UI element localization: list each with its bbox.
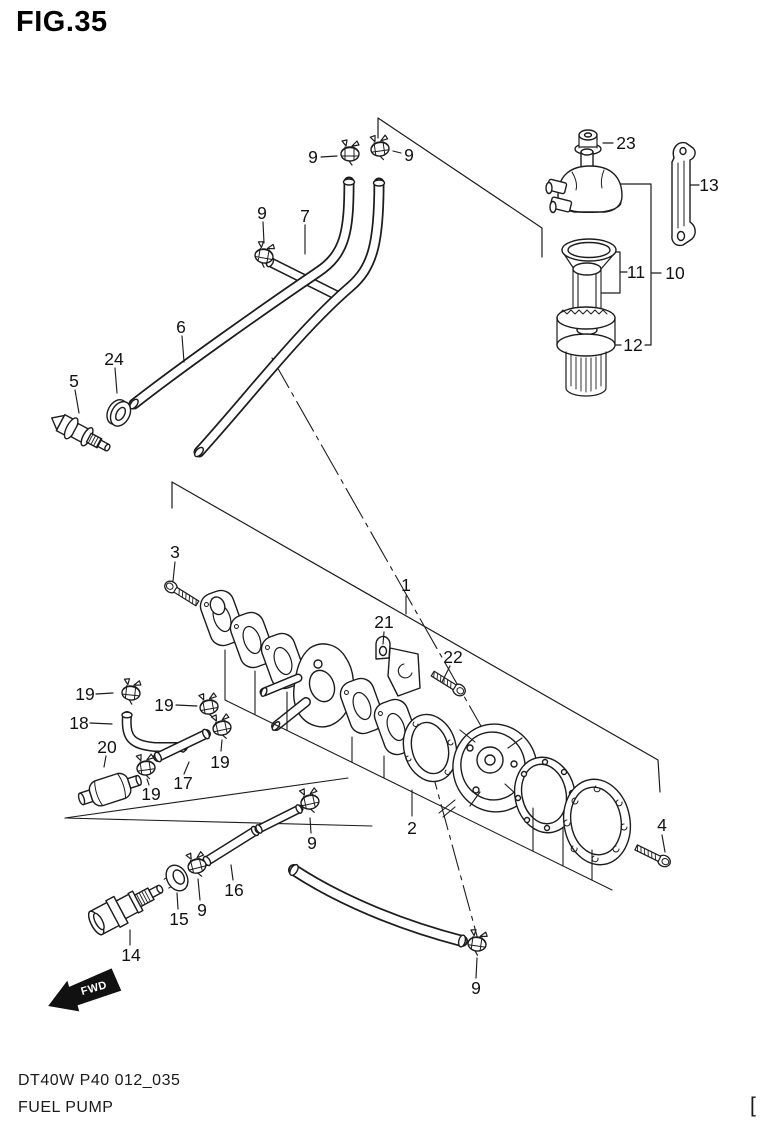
part-number-label: 19: [75, 684, 94, 704]
part-number-label: 4: [657, 815, 667, 835]
pump-diaphragm-ring: [402, 713, 458, 783]
bolt-3: [161, 578, 201, 609]
fwd-direction-icon: FWD: [48, 968, 122, 1012]
fuel-hose-16b: [254, 804, 304, 834]
part-number-label: 13: [699, 175, 718, 195]
part-number-label: 24: [104, 349, 124, 369]
part-number-label: 19: [154, 695, 173, 715]
part-number-label: 5: [69, 371, 79, 391]
fuel-hose-17: [153, 728, 211, 763]
part-number-label: 15: [169, 909, 188, 929]
screw-22: [429, 668, 469, 699]
part-number-label: 10: [665, 263, 685, 283]
hose-clamp-icon: [465, 928, 489, 957]
hose-clamp-icon: [368, 133, 392, 162]
elbow-hose-18: [121, 711, 188, 753]
part-number-label: 14: [121, 945, 141, 965]
part-number-label: 17: [173, 773, 192, 793]
fuel-hose-8: [288, 863, 468, 948]
part-number-label: 20: [97, 737, 117, 757]
part-number-label: 18: [69, 713, 88, 733]
check-valve-20: [77, 772, 142, 807]
part-number-label: 7: [300, 206, 310, 226]
fuel-hose-6: [128, 176, 356, 410]
part-number-label: 9: [257, 203, 267, 223]
hose-clamp-icon: [209, 711, 234, 742]
part-number-label: 3: [170, 542, 180, 562]
fuel-hose-16: [202, 825, 260, 867]
pump-bracket-21: [375, 635, 421, 697]
part-number-label: 16: [224, 880, 243, 900]
part-number-label: 19: [210, 752, 229, 772]
ring-nut-15: [163, 864, 189, 892]
fuel-hose-6b: [193, 177, 386, 458]
part-number-label: 21: [374, 612, 393, 632]
part-number-label: 6: [176, 317, 186, 337]
part-number-label: 9: [197, 900, 207, 920]
model-code: DT40W P40 012_035: [18, 1072, 181, 1089]
hose-clamp-icon: [120, 677, 143, 706]
part-number-label: 2: [407, 818, 417, 838]
fuel-connector-5: [51, 414, 111, 452]
fuel-connector-14: [87, 884, 164, 936]
pump-plate-holes: [209, 596, 226, 616]
part-number-label: 9: [308, 147, 318, 167]
gasket-set-leader-2: [224, 649, 613, 891]
hose-clamp-icon: [184, 849, 210, 880]
part-number-label: 9: [307, 833, 317, 853]
part-number-label: 22: [443, 647, 462, 667]
corner-bracket-mark: [: [750, 1094, 756, 1117]
grommet-24: [106, 399, 132, 427]
part-number-label: 9: [404, 145, 414, 165]
part-number-label: 1: [401, 575, 411, 595]
part-number-label: 12: [623, 335, 642, 355]
figure-caption: FUEL PUMP: [18, 1099, 114, 1116]
part-number-label: 19: [141, 784, 160, 804]
pump-end-cap: [562, 778, 632, 866]
part-number-label: 9: [471, 978, 481, 998]
hose-clamp-icon: [340, 139, 360, 166]
filter-bowl-12: [556, 306, 616, 397]
filter-cap-10: [545, 148, 623, 214]
figure-title: FIG.35: [16, 6, 108, 38]
label-leader-lines: [74, 150, 666, 979]
bolt-4: [633, 841, 673, 870]
filter-bracket-lines: [601, 142, 700, 346]
part-number-label: 23: [616, 133, 635, 153]
part-number-label: 11: [627, 262, 645, 282]
filter-strap-13: [671, 141, 696, 247]
pump-body-front: [259, 643, 355, 731]
